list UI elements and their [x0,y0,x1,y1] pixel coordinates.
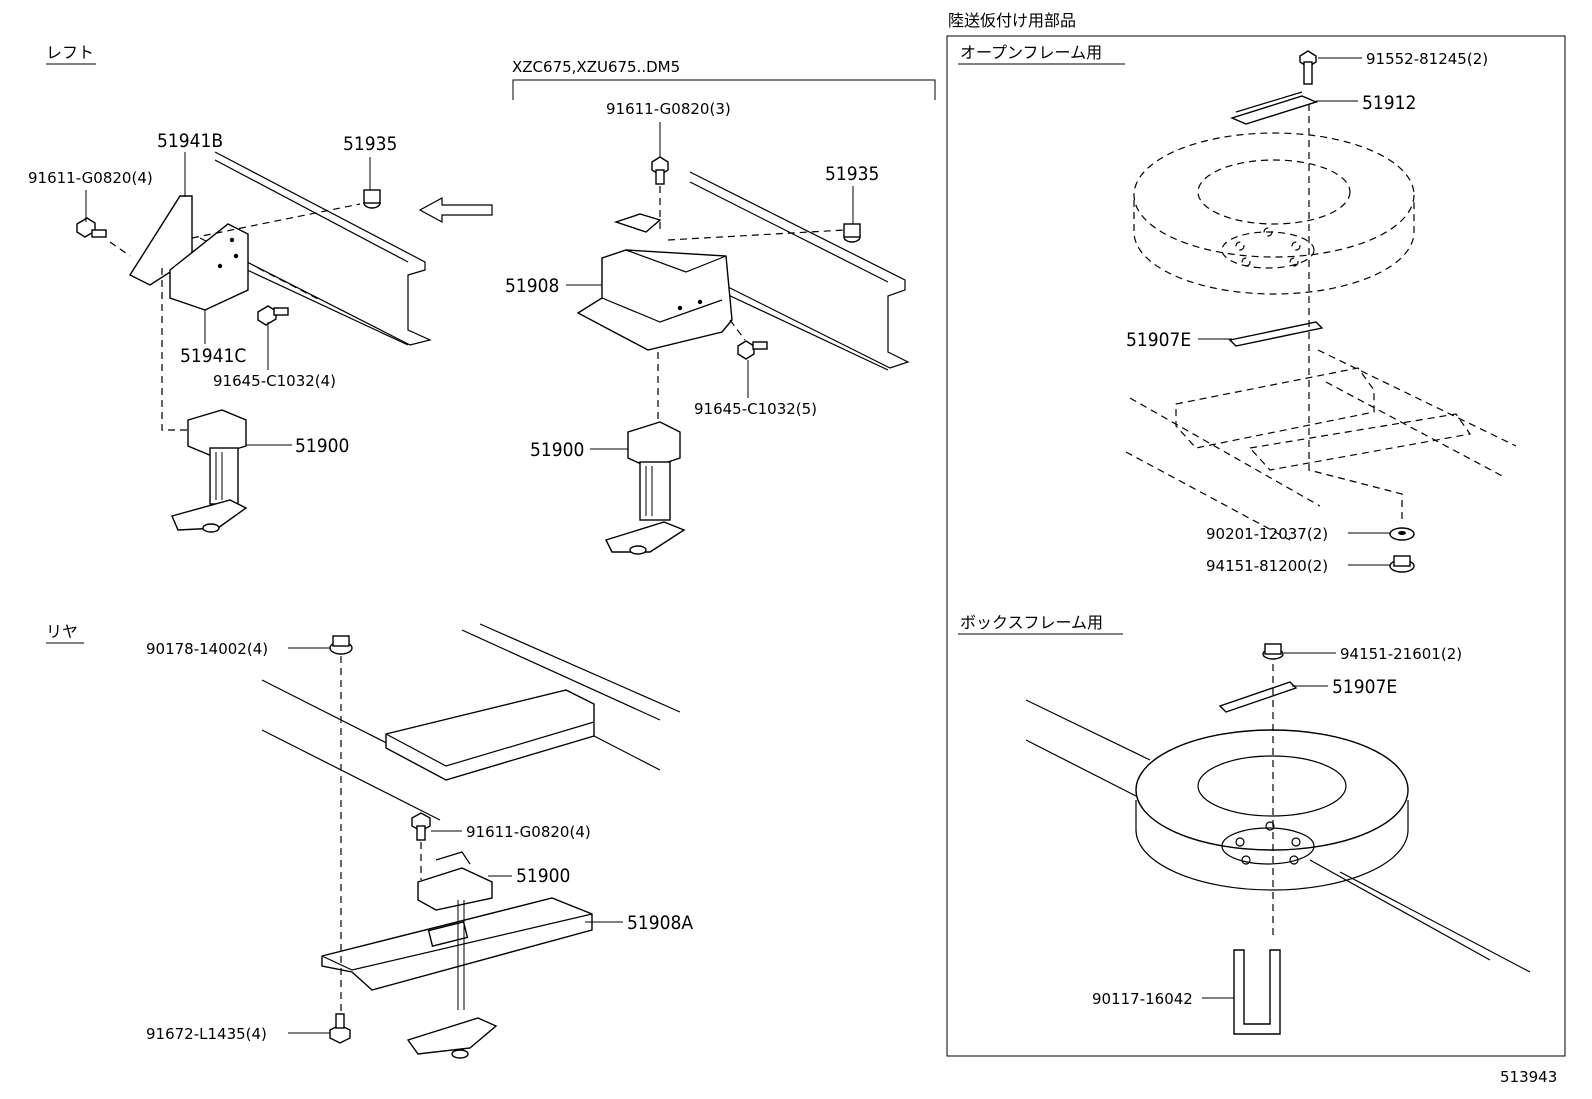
plate-51908a [321,897,593,991]
label-91611-left: 91611-G0820(4) [28,169,153,187]
winch-51900-left [187,409,247,457]
middle-assembly: 91611-G0820(3) 51935 51908 91645-C1032(5… [505,100,910,555]
tire-carrier-plate-middle [605,521,686,553]
label-51941b: 51941B [157,130,223,152]
tire-carrier-plate-left [171,499,248,531]
label-90178: 90178-14002(4) [146,640,268,658]
middle-frame-rail [669,171,910,369]
label-51941c: 51941C [180,345,246,367]
spare-tire-open [1133,132,1415,258]
left-assembly: 51941B 51935 91611-G0820(4) 51941C 91645… [28,130,493,533]
label-94151-open: 94151-81200(2) [1206,557,1328,575]
box-frame-assembly: 94151-21601(2) 51907E 90117-16042 [1025,643,1531,1035]
tire-carrier-plate-rear [406,1017,498,1055]
spare-tire-box [1135,729,1409,851]
model-note: XZC675,XZU675..DM5 [512,58,680,76]
label-91611-rear: 91611-G0820(4) [466,823,591,841]
model-bracket [512,79,936,100]
left-frame-rail [199,151,432,346]
bolt-91645-middle [737,340,755,360]
label-51908a: 51908A [627,912,693,934]
label-91611-middle: 91611-G0820(3) [606,100,731,118]
label-51900-middle: 51900 [530,439,584,461]
section-left-title: レフト [46,43,94,62]
label-51907e-box: 51907E [1332,676,1397,698]
box-frame-title: ボックスフレーム用 [960,613,1103,632]
bracket-51907e-box [1218,681,1298,713]
winch-51900-rear [417,867,493,911]
label-51908: 51908 [505,275,559,297]
diagram-id: 513943 [1500,1068,1557,1086]
bolt-91645-left [257,305,277,326]
label-51907e-open: 51907E [1126,329,1191,351]
label-90201: 90201-12037(2) [1206,525,1328,543]
open-frame-title: オープンフレーム用 [960,43,1102,62]
transport-parts-box [946,35,1566,1057]
transport-parts-title: 陸送仮付け用部品 [948,11,1076,30]
label-51935-left: 51935 [343,133,397,155]
label-51900-left: 51900 [295,435,349,457]
bracket-51907e-open [1228,321,1324,347]
label-51912: 51912 [1362,92,1416,114]
bracket-51941c [169,223,249,311]
bracket-51912 [1229,95,1319,125]
section-rear-title: リヤ [46,622,78,641]
label-90117: 90117-16042 [1092,990,1193,1008]
label-91552: 91552-81245(2) [1366,50,1488,68]
rear-crossmember [385,689,595,781]
label-51900-rear: 51900 [516,865,570,887]
rear-assembly: 90178-14002(4) 91611-G0820(4) 51900 5190… [146,623,693,1059]
winch-51900-middle [627,421,681,469]
u-bolt-90117 [1233,949,1281,1035]
label-51935-middle: 51935 [825,163,879,185]
open-frame-assembly: 91552-81245(2) 51912 51907E 90201-12037(… [1125,50,1517,575]
label-91672: 91672-L1435(4) [146,1025,267,1043]
bracket-51908 [576,249,733,351]
view-direction-arrow [418,196,493,224]
label-91645-left: 91645-C1032(4) [213,372,336,390]
label-94151-box: 94151-21601(2) [1340,645,1462,663]
label-91645-middle: 91645-C1032(5) [694,400,817,418]
